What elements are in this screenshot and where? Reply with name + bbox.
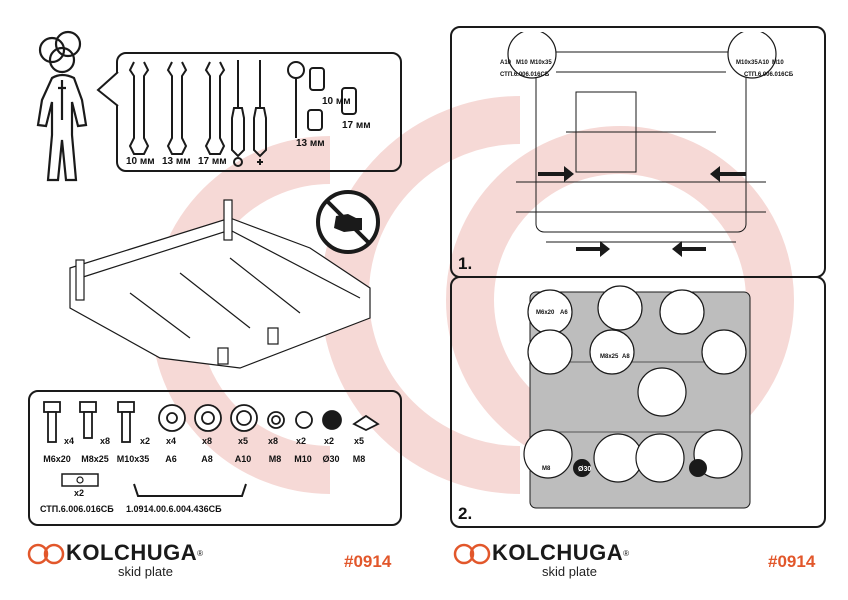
washer-name-m10: M10 [294,454,312,464]
bolt-name-m8x25: M8x25 [81,454,109,464]
callout-tl-m10x35: M10x35 [530,60,552,66]
ratchet-sockets-icon [287,61,357,138]
brand-name-right: KOLCHUGA [492,540,624,565]
washer-qty-a10: x5 [238,436,249,446]
washer-qty-d30: x2 [324,436,335,446]
brand-name-left: KOLCHUGA [66,540,198,565]
bolt-name-m6x20: M6x20 [43,454,71,464]
speech-pointer [96,71,119,107]
screwdrivers-icon [231,60,267,167]
kolchuga-logo-icon-right [453,543,491,565]
callout-tr-m10x35: M10x35 [736,60,758,66]
brand-reg-left: ® [197,548,204,558]
no-engine-running-icon [316,190,380,254]
bracket-icon [61,473,99,487]
wrench-label-13: 13 мм [162,156,191,167]
washer-qty-m10: x2 [296,436,307,446]
washers-icon [158,404,380,432]
brand-sub-right: skid plate [542,564,597,579]
callout-a8: A8 [622,354,630,360]
brand-left: KOLCHUGA® [66,540,203,566]
bolt-qty-m10x35: x2 [140,436,151,446]
washer-qty-a8: x8 [202,436,213,446]
callout-tl-m10: M10 [516,60,528,66]
washer-name-a8: A8 [201,454,213,464]
kolchuga-logo-icon [27,543,65,565]
bolt-qty-m6x20: x4 [64,436,75,446]
socket-label-10: 10 мм [322,96,351,107]
step-2-plate-illustration [523,285,751,509]
wrench-label-17: 17 мм [198,156,227,167]
washer-qty-a6: x4 [166,436,177,446]
callout-m6x20: M6x20 [536,310,555,316]
step-2-panel [450,276,826,528]
bracket-name: СТП.6.006.016СБ [40,504,114,514]
bracket-qty: x2 [74,488,85,498]
rod-icon [133,483,247,497]
wrenches-icon [128,61,226,155]
bolt-name-m10x35: M10x35 [116,454,150,464]
washer-name-a10: A10 [234,454,252,464]
callout-a6: A6 [560,310,568,316]
callout-d30: Ø30 [578,466,592,473]
washer-name-d30: Ø30 [322,454,340,464]
callout-tl-a10: A10 [500,60,512,66]
product-code-left: #0914 [344,552,392,571]
callout-tr-bracket: СТП.6.006.016СБ [744,72,794,78]
bolts-icon [43,401,135,443]
brand-reg-right: ® [623,548,630,558]
washer-name-m8: M8 [268,454,282,464]
washer-qty-m8-clip: x5 [354,436,365,446]
rod-name: 1.0914.00.6.004.436СБ [126,504,222,514]
parts-panel [28,390,402,526]
socket-label-17: 17 мм [342,120,371,131]
step-1-engine-illustration [507,32,777,257]
callout-m8: M8 [542,466,551,472]
washer-qty-m8: x8 [268,436,279,446]
callout-m8x25: M8x25 [600,354,619,360]
washer-name-a6: A6 [165,454,177,464]
product-code-right: #0914 [768,552,816,571]
wrench-label-10: 10 мм [126,156,155,167]
bolt-qty-m8x25: x8 [100,436,111,446]
worker-icon [36,30,88,182]
brand-sub-left: skid plate [118,564,173,579]
washer-name-m8-clip: M8 [352,454,366,464]
brand-right: KOLCHUGA® [492,540,629,566]
step-2-label: 2. [458,504,473,523]
callout-tl-bracket: СТП.6.006.016СБ [500,72,550,78]
skid-plate-illustration [69,199,371,369]
tools-panel [116,52,402,172]
step-1-label: 1. [458,254,473,273]
callout-tr-a10: A10 [758,60,770,66]
callout-tr-m10: M10 [772,60,784,66]
socket-label-13: 13 мм [296,138,325,149]
